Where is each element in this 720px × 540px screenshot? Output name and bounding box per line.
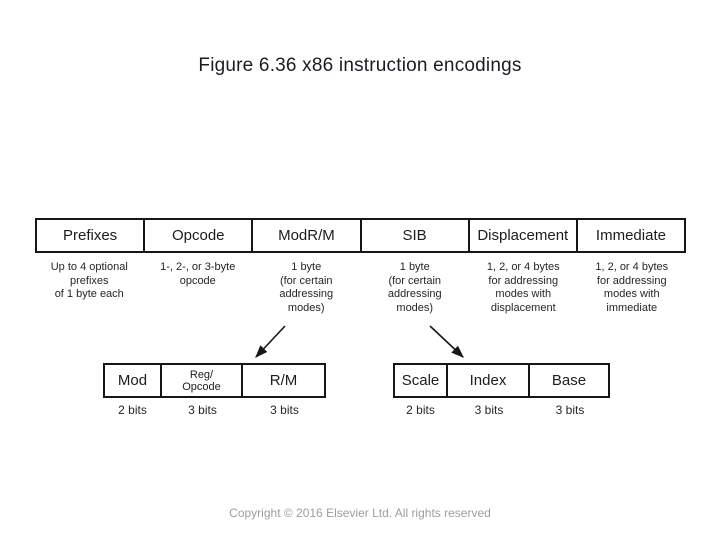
sib-base-bits: 3 bits <box>555 403 585 417</box>
field-displacement: Displacement <box>469 218 578 253</box>
sib-field-base: Base <box>530 363 610 398</box>
note-immediate: 1, 2, or 4 bytes for addressing modes wi… <box>595 261 669 314</box>
field-prefixes: Prefixes <box>35 218 146 253</box>
field-opcode: Opcode <box>145 218 254 253</box>
modrm-breakdown-row: Mod Reg/ Opcode R/M <box>103 363 326 398</box>
sib-bits-row: 2 bits 3 bits 3 bits <box>393 401 610 417</box>
field-sib: SIB <box>361 218 470 253</box>
sib-scale-bits: 2 bits <box>406 403 435 417</box>
note-displacement: 1, 2, or 4 bytes for addressing modes wi… <box>486 261 560 314</box>
sib-index-bits: 3 bits <box>474 403 504 417</box>
modrm-mod-bits: 2 bits <box>118 403 147 417</box>
note-modrm: 1 byte (for certain addressing modes) <box>279 261 334 314</box>
field-notes-row: Up to 4 optional prefixes of 1 byte each… <box>35 261 686 315</box>
field-modrm: ModR/M <box>253 218 362 253</box>
modrm-breakdown-arrow <box>255 325 286 358</box>
note-prefixes: Up to 4 optional prefixes of 1 byte each <box>50 261 128 300</box>
modrm-reg-opcode-bits: 3 bits <box>188 403 217 417</box>
field-immediate: Immediate <box>577 218 687 253</box>
note-opcode: 1-, 2-, or 3-byte opcode <box>160 261 236 287</box>
figure-title: Figure 6.36 x86 instruction encodings <box>198 55 522 76</box>
copyright-notice: Copyright © 2016 Elsevier Ltd. All right… <box>229 506 491 520</box>
sib-field-index: Index <box>448 363 530 398</box>
instruction-encoding-row: Prefixes Opcode ModR/M SIB Displacement … <box>35 218 687 253</box>
modrm-field-rm: R/M <box>243 363 326 398</box>
modrm-field-mod: Mod <box>103 363 162 398</box>
sib-field-scale: Scale <box>393 363 448 398</box>
modrm-bits-row: 2 bits 3 bits 3 bits <box>103 401 326 417</box>
note-sib: 1 byte (for certain addressing modes) <box>387 261 442 314</box>
modrm-rm-bits: 3 bits <box>270 403 299 417</box>
sib-breakdown-arrow <box>429 325 464 358</box>
modrm-field-reg-opcode: Reg/ Opcode <box>162 363 243 398</box>
sib-breakdown-row: Scale Index Base <box>393 363 610 398</box>
